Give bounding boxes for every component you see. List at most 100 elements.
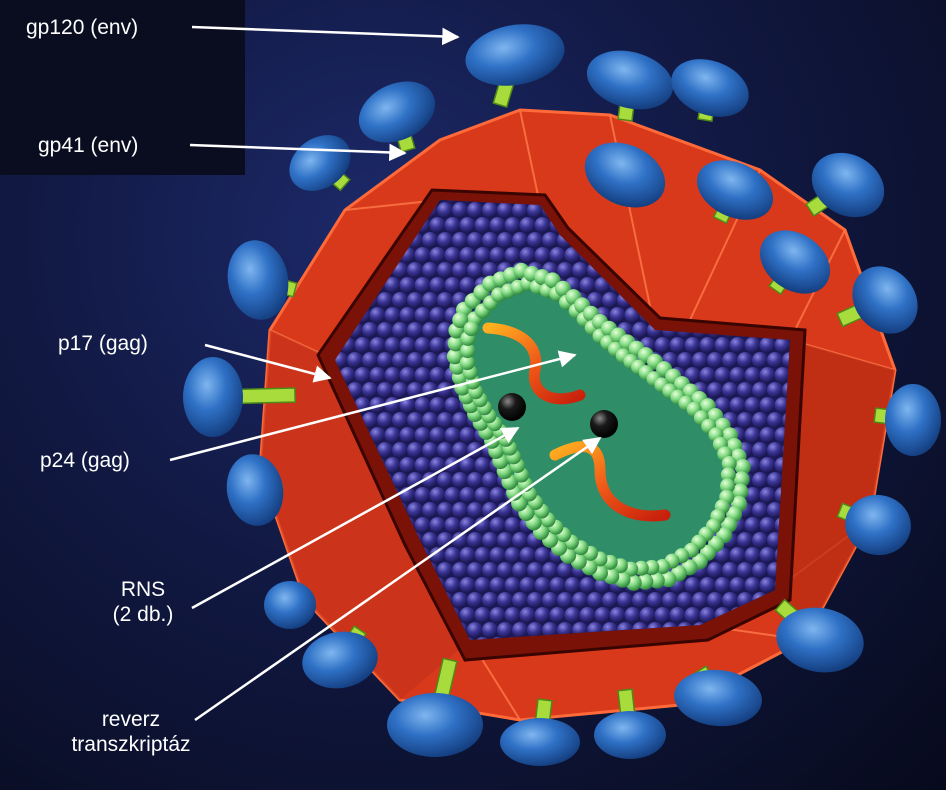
matrix-sphere	[767, 472, 783, 488]
matrix-sphere	[729, 397, 746, 413]
matrix-sphere	[684, 577, 701, 593]
matrix-sphere	[399, 277, 416, 293]
matrix-sphere	[504, 217, 521, 233]
matrix-sphere	[497, 202, 513, 218]
reverse-transcriptase-2	[590, 410, 618, 438]
matrix-sphere	[429, 547, 446, 563]
matrix-sphere	[632, 322, 648, 338]
matrix-sphere	[504, 547, 521, 563]
matrix-sphere	[669, 607, 686, 623]
matrix-sphere	[384, 427, 401, 443]
matrix-sphere	[572, 592, 588, 608]
matrix-sphere	[452, 442, 468, 458]
matrix-sphere	[429, 217, 446, 233]
matrix-sphere	[542, 592, 558, 608]
matrix-sphere	[437, 322, 453, 338]
matrix-sphere	[752, 562, 768, 578]
matrix-sphere	[647, 592, 663, 608]
matrix-sphere	[504, 577, 521, 593]
matrix-sphere	[459, 517, 476, 533]
matrix-sphere	[422, 502, 438, 518]
matrix-sphere	[452, 202, 468, 218]
matrix-sphere	[429, 517, 446, 533]
label-reverse-transcriptase: reverz transzkriptáz	[46, 707, 216, 757]
matrix-sphere	[534, 607, 551, 623]
capsid-sphere	[721, 455, 737, 471]
matrix-sphere	[744, 367, 761, 383]
matrix-sphere	[527, 562, 543, 578]
matrix-sphere	[752, 382, 768, 398]
matrix-sphere	[504, 607, 521, 623]
matrix-sphere	[474, 577, 491, 593]
gp120-cap	[776, 607, 864, 673]
matrix-sphere	[684, 367, 701, 383]
matrix-sphere	[407, 382, 423, 398]
matrix-sphere	[707, 592, 723, 608]
matrix-sphere	[482, 202, 498, 218]
matrix-sphere	[407, 262, 423, 278]
capsid-p24-spheres	[446, 262, 751, 591]
matrix-sphere	[452, 262, 468, 278]
matrix-sphere	[692, 592, 708, 608]
matrix-sphere	[429, 487, 446, 503]
gp120-cap	[183, 357, 243, 437]
matrix-sphere	[579, 607, 596, 623]
matrix-sphere	[752, 412, 768, 428]
matrix-sphere	[564, 577, 581, 593]
matrix-sphere	[437, 382, 453, 398]
matrix-sphere	[534, 217, 551, 233]
matrix-sphere	[617, 592, 633, 608]
rna-strand-1	[482, 322, 586, 405]
matrix-sphere	[744, 397, 761, 413]
matrix-sphere	[362, 322, 378, 338]
matrix-sphere	[467, 592, 483, 608]
matrix-sphere	[317, 202, 333, 218]
matrix-sphere	[429, 277, 446, 293]
matrix-sphere	[572, 262, 588, 278]
matrix-sphere	[474, 247, 491, 263]
gp120-cap	[289, 135, 351, 191]
matrix-sphere	[542, 232, 558, 248]
matrix-sphere	[422, 442, 438, 458]
matrix-sphere	[729, 577, 746, 593]
gp120-cap	[584, 142, 666, 208]
matrix-sphere	[684, 607, 701, 623]
matrix-sphere	[437, 292, 453, 308]
matrix-sphere	[444, 217, 461, 233]
matrix-sphere	[759, 577, 776, 593]
gp120-cap	[852, 266, 918, 334]
matrix-sphere	[392, 472, 408, 488]
matrix-sphere	[444, 277, 461, 293]
matrix-sphere	[392, 412, 408, 428]
matrix-sphere	[399, 337, 416, 353]
matrix-sphere	[467, 622, 483, 638]
gp120-cap	[500, 718, 580, 766]
matrix-sphere	[407, 502, 423, 518]
matrix-sphere	[459, 457, 476, 473]
matrix-sphere	[429, 427, 446, 443]
label-rns-line2: (2 db.)	[112, 603, 174, 626]
matrix-sphere	[422, 322, 438, 338]
matrix-sphere	[482, 532, 498, 548]
capsid-sphere	[734, 459, 751, 476]
matrix-sphere	[527, 622, 543, 638]
matrix-sphere	[467, 532, 483, 548]
matrix-sphere	[437, 442, 453, 458]
matrix-sphere	[429, 247, 446, 263]
matrix-sphere	[602, 592, 618, 608]
matrix-sphere	[767, 412, 783, 428]
matrix-sphere	[497, 592, 513, 608]
gp120-cap	[264, 581, 316, 629]
matrix-sphere	[669, 337, 686, 353]
matrix-sphere	[474, 547, 491, 563]
matrix-sphere	[564, 607, 581, 623]
matrix-sphere	[744, 337, 761, 353]
matrix-sphere	[699, 577, 716, 593]
matrix-sphere	[399, 367, 416, 383]
matrix-sphere	[437, 562, 453, 578]
matrix-sphere	[609, 307, 626, 323]
matrix-sphere	[737, 352, 753, 368]
matrix-sphere	[729, 547, 746, 563]
matrix-sphere	[362, 412, 378, 428]
